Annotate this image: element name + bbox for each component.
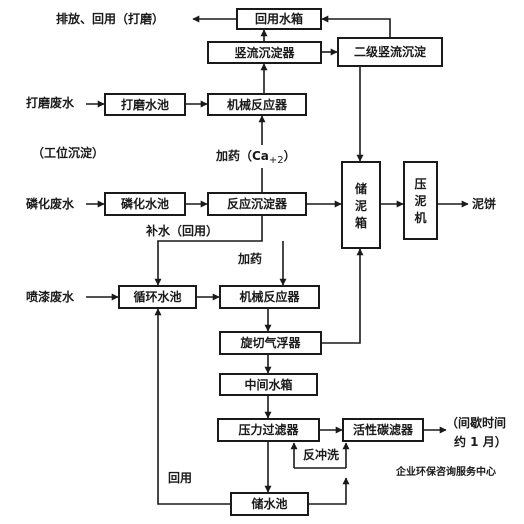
- filter-press-char-2: 泥: [414, 194, 427, 208]
- filter-press-char-3: 机: [414, 211, 427, 225]
- interval-label-line-2: 约 1 月）: [454, 435, 507, 449]
- secondary-settler-box: 二级竖流沉淀: [337, 37, 443, 67]
- spray-wastewater-label: 喷漆废水: [26, 290, 75, 304]
- sludge-tank-char-3: 箱: [354, 215, 367, 230]
- discharge-reuse-label: 排放、回用（打磨）: [56, 12, 165, 26]
- dosing-ca-text: 加药（Ca: [216, 149, 269, 163]
- pressure-filter-box: 压力过滤器: [217, 418, 320, 442]
- grinding-pool-box: 打磨水池: [104, 93, 186, 116]
- dosing-label: 加药: [238, 252, 263, 266]
- sludge-tank-char-1: 储: [354, 181, 367, 196]
- reuse-tank-box: 回用水箱: [236, 8, 322, 30]
- phosphating-wastewater-label: 磷化废水: [26, 197, 75, 211]
- interval-label-line-1: （间歇时间: [446, 416, 507, 430]
- arrow-reuse-to-circulation: [154, 308, 230, 505]
- phosphating-pool-box: 磷化水池: [104, 192, 186, 216]
- arrow-storage-to-carbon: [309, 477, 350, 505]
- dosing-ca-label: 加药（Ca+2）: [216, 150, 296, 166]
- middle-tank-box: 中间水箱: [219, 373, 318, 396]
- arrow-flotation-to-sludge: [322, 248, 364, 344]
- dosing-ca-close: ）: [283, 149, 296, 163]
- make-up-water-label: 补水（回用）: [146, 224, 219, 238]
- reaction-settler-box: 反应沉淀器: [207, 192, 307, 216]
- arrow-settler-to-circulation: [154, 216, 263, 286]
- dosing-ca-subscript: +2: [268, 155, 284, 166]
- station-settling-label: （工位沉淀）: [32, 146, 105, 160]
- grinding-wastewater-label: 打磨废水: [26, 96, 75, 110]
- backwash-label: 反冲洗: [303, 448, 340, 462]
- filter-press-char-1: 压: [414, 177, 427, 191]
- filter-press-box: 压 泥 机: [403, 161, 438, 240]
- cyclone-flotation-box: 旋切气浮器: [219, 331, 322, 355]
- mech-reactor-1-box: 机械反应器: [207, 93, 307, 116]
- watermark-text: 企业环保咨询服务中心: [396, 467, 496, 478]
- mech-reactor-2-box: 机械反应器: [219, 285, 320, 309]
- circulation-pool-box: 循环水池: [118, 285, 197, 309]
- carbon-filter-box: 活性碳滤器: [342, 418, 424, 442]
- storage-pool-box: 储水池: [230, 492, 309, 516]
- arrow-secondary-to-reuse-tank: [321, 15, 391, 37]
- vertical-settler-box: 竖流沉淀器: [207, 41, 322, 64]
- reuse-label: 回用: [168, 471, 193, 485]
- sludge-cake-label: 泥饼: [472, 197, 497, 211]
- sludge-tank-box: 储 泥 箱: [341, 161, 381, 249]
- sludge-tank-char-2: 泥: [354, 198, 367, 213]
